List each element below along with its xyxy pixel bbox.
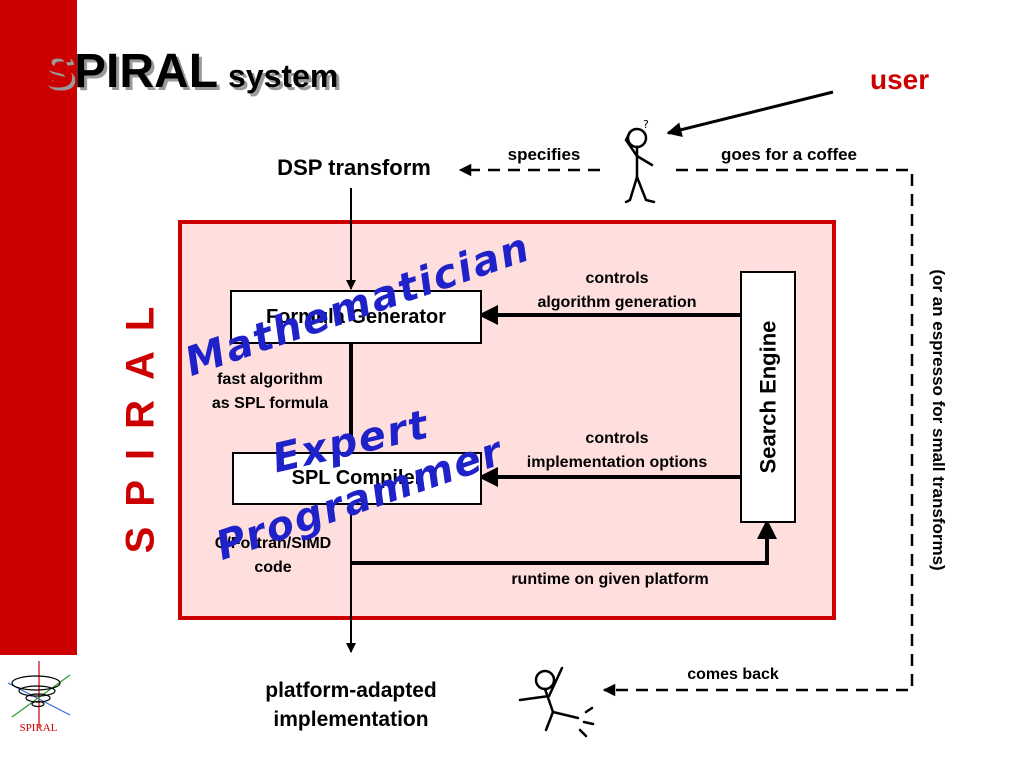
fast-algorithm-label: fast algorithm as SPL formula (212, 368, 328, 416)
dsp-transform-label: DSP transform (277, 155, 431, 180)
code-output-line1: C/Fortran/SIMD (214, 535, 332, 552)
controls-implementation-line1: controls (585, 430, 649, 447)
title-subword: system (228, 58, 339, 94)
title-initial: S (42, 45, 75, 98)
svg-text:?: ? (643, 118, 649, 131)
controls-implementation-line2: implementation options (526, 454, 708, 471)
comes-back-label: comes back (687, 666, 779, 683)
platform-adapted-line1: platform-adapted (265, 679, 437, 702)
code-output-line2: code (254, 559, 292, 576)
controls-algorithm-label: controls algorithm generation (537, 267, 696, 315)
spl-compiler-box: SPL Compiler (232, 452, 482, 505)
spiral-logo (0, 655, 77, 768)
goes-for-coffee-label: goes for a coffee (720, 145, 858, 164)
spl-compiler-label: SPL Compiler (291, 467, 423, 489)
specifies-label: specifies (507, 145, 581, 164)
platform-adapted-label: platform-adapted implementation (265, 676, 437, 734)
spiral-logo-icon (7, 661, 71, 727)
logo-text: SPIRAL (19, 722, 58, 734)
controls-algorithm-line1: controls (585, 270, 649, 287)
title-word: PIRAL (74, 45, 219, 98)
celebrating-stick-figure-icon (518, 666, 595, 738)
fast-algorithm-line2: as SPL formula (211, 395, 329, 412)
formula-generator-label: Formula Generator (265, 305, 447, 328)
coffee-loop-dashed-arrow (602, 168, 914, 697)
search-engine-label: Search Engine (755, 320, 780, 474)
user-label: user (870, 64, 930, 95)
platform-adapted-line2: implementation (273, 708, 429, 731)
search-engine-box: Search Engine (740, 271, 796, 523)
controls-implementation-label: controls implementation options (527, 427, 707, 475)
user-pointer-arrow (666, 90, 834, 138)
controls-algorithm-line2: algorithm generation (537, 294, 697, 311)
runtime-label: runtime on given platform (511, 571, 709, 588)
spiral-system-box (178, 220, 836, 620)
runtime-feedback-arrow (351, 519, 777, 565)
thinking-stick-figure-icon: ? (624, 118, 656, 204)
fast-algorithm-line1: fast algorithm (217, 371, 323, 388)
code-output-label: C/Fortran/SIMD code (215, 532, 331, 580)
red-sidebar-bar (0, 0, 77, 655)
formula-generator-box: Formula Generator (230, 290, 482, 344)
